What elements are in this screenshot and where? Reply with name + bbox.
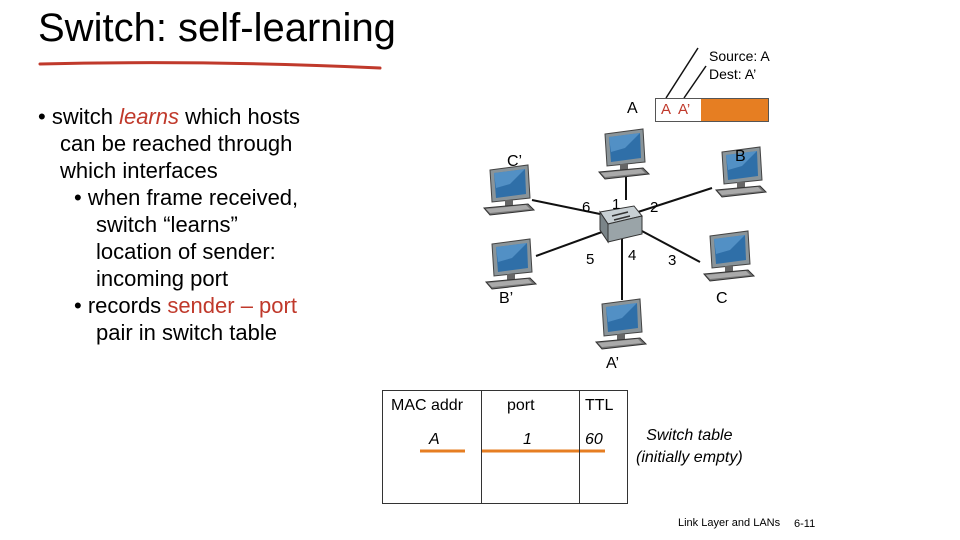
bullet-1-post: which hosts [179,104,301,129]
link-3 [639,229,701,263]
bullet-1: • switch learns which hosts [38,104,301,129]
table-divider-2 [579,391,580,503]
link-6 [531,199,601,215]
bullet-1-line-2: can be reached through [60,131,293,156]
sub-bullet-1-line-1: when frame received, [87,185,299,210]
port-4: 4 [628,247,637,264]
link-5 [535,231,603,257]
switch [599,205,643,244]
table-header-port: port [507,397,535,414]
host-label-B: B [735,148,746,165]
bullet-1-emphasis: learns [119,104,179,129]
sub-bullet-2-pre: records [87,293,168,318]
host-label-A-prime: A’ [606,355,620,372]
footer-text: Link Layer and LANs [678,517,781,529]
host-C-prime [483,164,535,216]
switch-table: MAC addr port TTL A 1 60 [382,390,628,504]
source-label: Source: A [709,48,770,64]
table-caption-line-2: (initially empty) [636,449,743,466]
link-2 [637,187,713,213]
port-2: 2 [650,199,659,216]
host-label-C-prime: C’ [507,153,523,170]
host-B-prime [485,238,537,290]
source-arrow [665,47,699,99]
sub-bullet-2-red: sender – port [167,293,297,318]
sub-bullet-1-line-4: incoming port [96,266,229,291]
host-C [703,230,755,282]
frame-annotation: Source: A Dest: A’ [709,47,770,83]
frame: A A’ [655,98,769,122]
host-A [598,128,650,180]
sub-bullet-1: • when frame received, [74,185,299,210]
table-divider-1 [481,391,482,503]
host-A-prime [595,298,647,350]
host-label-A: A [627,100,638,117]
host-label-C: C [716,290,728,307]
bullet-list: • switch learns which hosts can be reach… [38,103,368,346]
sub-bullet-2: • records sender – port [74,293,297,318]
table-header-mac: MAC addr [391,397,464,414]
dest-arrow [683,65,707,99]
port-3: 3 [668,252,677,269]
sub-bullet-1-line-3: location of sender: [96,239,276,264]
port-1: 1 [612,196,621,213]
title-underline [38,61,382,70]
table-cell-mac: A [429,431,440,448]
port-5: 5 [586,251,595,268]
frame-dst-addr: A’ [678,101,691,118]
page-number: 6-11 [794,518,816,530]
bullet-1-pre: switch [51,104,120,129]
host-label-B-prime: B’ [499,290,514,307]
table-cell-ttl: 60 [585,431,603,448]
table-cell-port: 1 [523,431,532,448]
frame-payload [701,99,768,121]
table-caption-line-1: Switch table [646,427,733,444]
sub-bullet-2-line-2: pair in switch table [96,320,277,345]
frame-src-addr: A [661,101,672,118]
table-caption: Switch table (initially empty) [636,425,743,469]
table-header-ttl: TTL [585,397,614,414]
dest-label: Dest: A’ [709,66,757,82]
bullet-1-line-3: which interfaces [60,158,218,183]
sub-bullet-1-line-2: switch “learns” [96,212,238,237]
slide-title: Switch: self-learning [38,6,396,50]
port-6: 6 [582,199,591,216]
